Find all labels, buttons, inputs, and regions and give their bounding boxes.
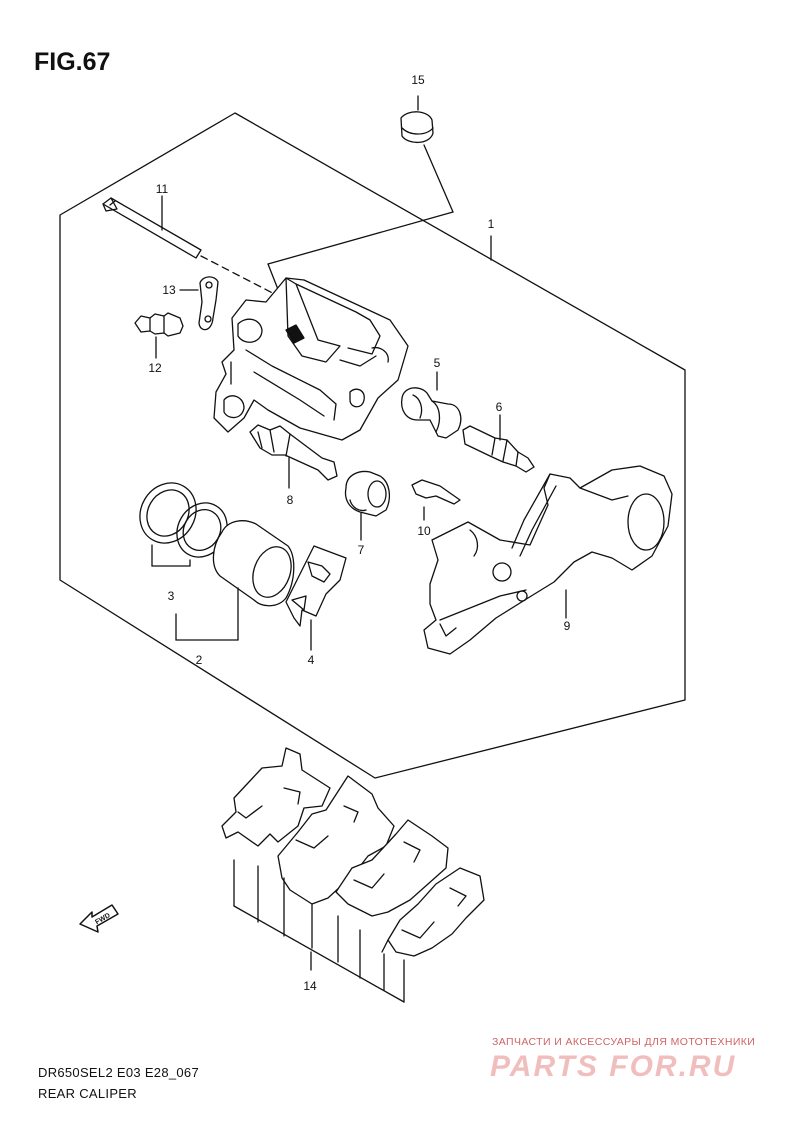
part-7-boot [344,470,391,541]
callout-7: 7 [358,543,365,557]
watermark-logo: PARTS FOR.RU [490,1050,737,1083]
callout-6: 6 [496,400,503,414]
part-6-slide-pin-bolt [462,414,535,473]
callout-3: 3 [168,589,175,603]
part-14-brake-pads [221,747,485,1003]
callout-8: 8 [287,493,294,507]
callout-15: 15 [411,73,425,87]
model-code: DR650SEL2 E03 E28_067 [38,1065,199,1080]
part-4-pad-shim [285,545,347,651]
callout-1: 1 [488,217,495,231]
fwd-direction-badge: FWD [79,904,119,933]
callout-4: 4 [308,653,315,667]
part-name: REAR CALIPER [38,1086,137,1101]
callout-14: 14 [303,979,317,993]
part-5-slide-pin-boot [400,371,462,439]
watermark-tagline: ЗАПЧАСТИ И АКСЕССУАРЫ ДЛЯ МОТОТЕХНИКИ [492,1036,756,1048]
part-13-pin-clip [179,276,219,331]
callout-9: 9 [564,619,571,633]
callout-5: 5 [434,356,441,370]
callout-2: 2 [196,653,203,667]
assembly-boundary [59,112,686,779]
part-10-pad-spring [411,479,461,521]
part-12-bleeder-valve [134,312,184,359]
figure-title: FIG.67 [34,48,111,76]
callout-11: 11 [156,182,169,196]
caliper-body [213,277,409,441]
part-11-pad-pin [102,195,291,303]
callout-13: 13 [162,283,176,297]
part-8-slide-pin [249,424,338,489]
callout-12: 12 [148,361,162,375]
part-9-caliper-bracket [423,465,673,655]
part-3-piston-seals [139,482,228,567]
part-2-piston [175,520,295,641]
callout-10: 10 [417,524,431,538]
